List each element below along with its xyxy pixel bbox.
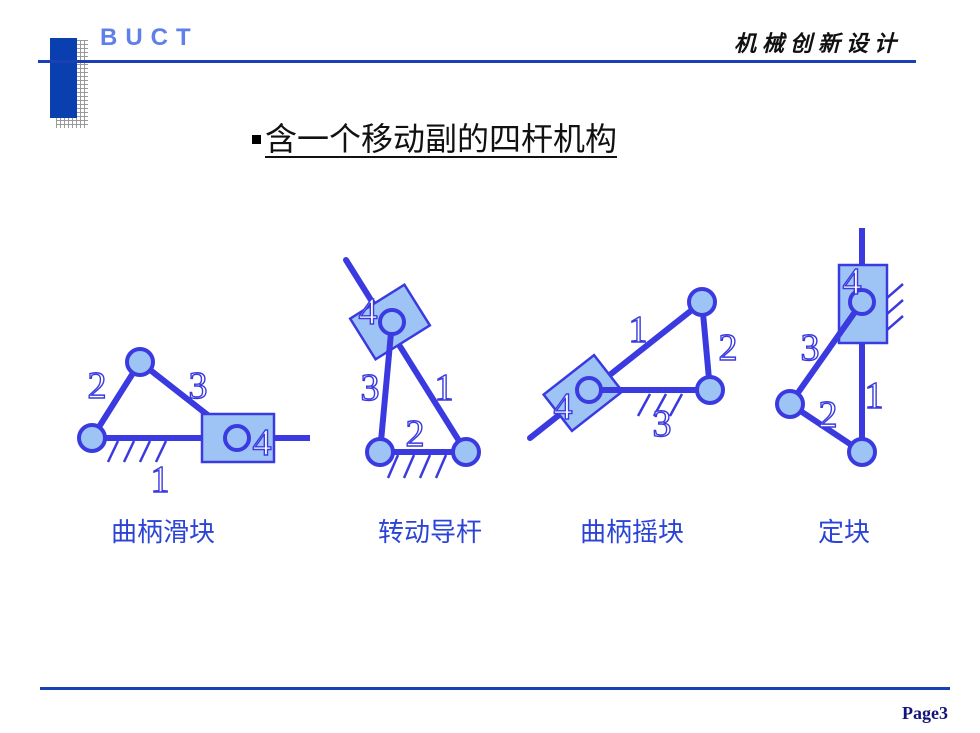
mechanism-crank-rocking-block: 1 2 3 4 xyxy=(527,287,738,446)
joint-bottom xyxy=(847,437,877,467)
link-label-1: 1 xyxy=(865,375,884,417)
mechanism-rotating-guide-bar: 1 2 3 4 xyxy=(343,257,481,479)
link-label-1: 1 xyxy=(435,367,454,409)
logo-block-decoration xyxy=(50,38,77,118)
link-label-4: 4 xyxy=(554,386,573,428)
ground-hatch xyxy=(106,440,168,463)
ground-hatch xyxy=(386,454,448,479)
slide-title-row: 含一个移动副的四杆机构 xyxy=(252,114,617,160)
link-label-2: 2 xyxy=(88,365,107,407)
link-label-3: 3 xyxy=(361,367,380,409)
link-label-2: 2 xyxy=(719,327,738,369)
mechanism-fixed-block: 1 2 3 4 xyxy=(775,228,904,467)
joint-ground xyxy=(695,375,725,405)
joint-slider xyxy=(223,424,251,452)
joint-slider xyxy=(378,308,406,336)
joint-ground-right xyxy=(451,437,481,467)
link-label-2: 2 xyxy=(819,394,838,436)
caption-crank-rocking-block: 曲柄摇块 xyxy=(579,518,684,548)
caption-fixed-block: 定块 xyxy=(817,518,870,548)
joint-middle xyxy=(775,389,805,419)
slide-title: 含一个移动副的四杆机构 xyxy=(265,120,618,158)
link-label-3: 3 xyxy=(801,327,820,369)
joint-crank-end xyxy=(125,347,155,377)
course-name: 机械创新设计 xyxy=(733,31,902,57)
joint-crank-end xyxy=(687,287,717,317)
bullet-square-icon xyxy=(252,134,261,144)
joint-ground xyxy=(77,423,107,453)
mechanism-crank-slider: 1 2 3 4 xyxy=(77,347,310,502)
link-guide-bar xyxy=(343,257,469,455)
link-label-2: 2 xyxy=(406,413,425,455)
link-label-4: 4 xyxy=(253,422,272,464)
link-label-3: 3 xyxy=(653,403,672,445)
link-label-4: 4 xyxy=(359,291,378,333)
joint-block xyxy=(575,376,603,404)
link-3 xyxy=(787,299,865,407)
link-label-1: 1 xyxy=(629,309,648,351)
link-label-4: 4 xyxy=(843,261,862,303)
ground-hatch xyxy=(886,283,904,331)
header-divider xyxy=(38,60,916,63)
footer-divider xyxy=(40,687,950,690)
ground-hatch xyxy=(636,393,684,417)
joint-ground-left xyxy=(365,437,395,467)
caption-rotating-guide-bar: 转动导杆 xyxy=(377,518,482,548)
link-label-3: 3 xyxy=(189,365,208,407)
link-label-1: 1 xyxy=(151,459,170,501)
brand-name: BUCT xyxy=(100,24,199,51)
caption-crank-slider: 曲柄滑块 xyxy=(110,518,215,548)
joint-block xyxy=(848,288,876,316)
link-3 xyxy=(377,319,395,455)
page-number: Page3 xyxy=(902,703,948,723)
